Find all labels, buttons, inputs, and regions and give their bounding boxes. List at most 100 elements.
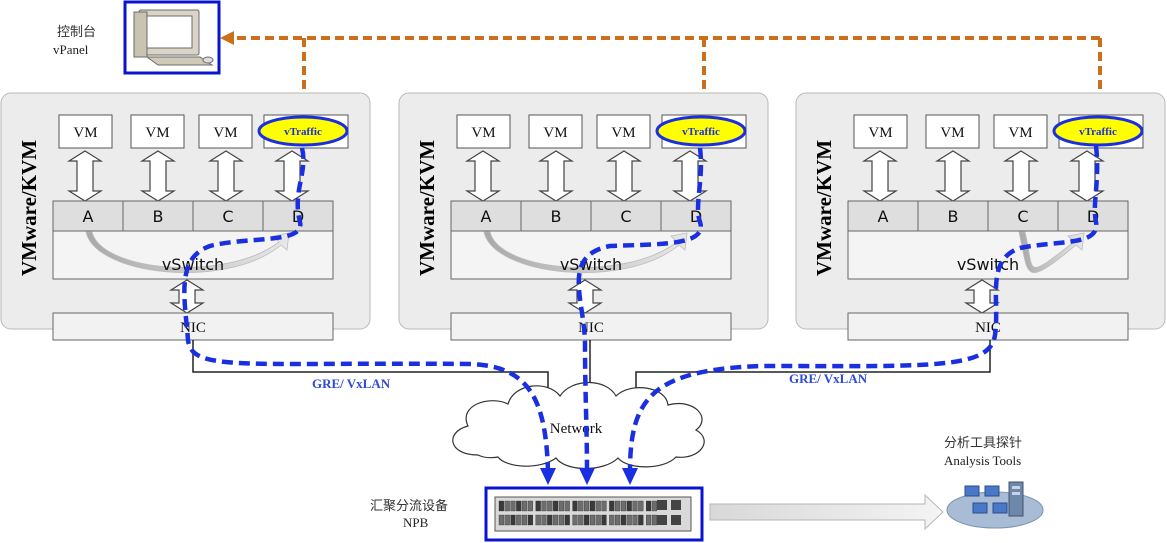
nic-label: NIC — [180, 320, 206, 336]
port-label: A — [83, 207, 94, 226]
npb-port — [572, 500, 578, 512]
vtraffic-agent[interactable]: vTraffic — [655, 114, 747, 149]
console[interactable]: 控制台 vPanel — [53, 0, 221, 75]
vswitch-port-a[interactable]: A — [450, 200, 522, 232]
npb-label-en: NPB — [403, 515, 429, 530]
npb-port — [558, 514, 564, 526]
npb-port — [510, 514, 516, 526]
vm-box[interactable]: VM — [596, 114, 651, 149]
vm-box[interactable]: VM — [58, 114, 113, 149]
vswitch-port-b[interactable]: B — [917, 200, 989, 232]
vm-box[interactable]: VM — [130, 114, 185, 149]
analysis-label-en: Analysis Tools — [944, 453, 1021, 468]
vswitch-port-c[interactable]: C — [987, 200, 1059, 232]
vm-label: VM — [940, 125, 964, 141]
npb[interactable]: 汇聚分流设备 NPB — [370, 486, 704, 542]
tunnel-path-host3 — [627, 145, 1100, 473]
vswitch-port-b[interactable]: B — [520, 200, 592, 232]
vm-label: VM — [145, 125, 169, 141]
port-label: C — [222, 207, 233, 226]
vswitch-port-a[interactable]: A — [847, 200, 919, 232]
tunnel-arrowheads — [540, 468, 638, 485]
vm-label: VM — [73, 125, 97, 141]
npb-port — [558, 500, 564, 512]
vm-label: VM — [471, 125, 495, 141]
npb-port — [615, 500, 621, 512]
npb-port — [626, 500, 632, 512]
vswitch-port-c[interactable]: C — [590, 200, 662, 232]
arrowhead-console — [220, 31, 234, 45]
npb-port — [646, 500, 652, 512]
npb-port — [522, 500, 528, 512]
platform-label: VMware/KVM — [812, 140, 836, 276]
network-computers-icon — [946, 481, 1044, 529]
nic-box[interactable]: NIC — [52, 312, 334, 341]
vm-box[interactable]: VM — [993, 114, 1048, 149]
npb-port — [516, 500, 522, 512]
npb-port — [601, 500, 607, 512]
port-label: B — [948, 207, 959, 226]
analysis-tools[interactable]: 分析工具探针 Analysis Tools — [944, 436, 1044, 529]
npb-port — [578, 514, 584, 526]
npb-port — [584, 514, 590, 526]
vm-box[interactable]: VM — [198, 114, 253, 149]
vswitch-label: vSwitch — [162, 255, 224, 274]
vm-box[interactable]: VM — [853, 114, 908, 149]
npb-port — [541, 514, 547, 526]
npb-port — [615, 514, 621, 526]
npb-port — [589, 500, 595, 512]
npb-port — [589, 514, 595, 526]
nic-box[interactable]: NIC — [450, 312, 732, 341]
npb-port — [553, 514, 559, 526]
npb-port — [609, 514, 615, 526]
npb-port — [547, 500, 553, 512]
vtraffic-agent[interactable]: vTraffic — [1052, 114, 1144, 149]
tunnel-arrowhead-3 — [622, 468, 638, 485]
port-label: B — [551, 207, 562, 226]
mirror-arrow — [1018, 231, 1085, 274]
vswitch-port-c[interactable]: C — [192, 200, 264, 232]
control-lines — [230, 36, 1102, 102]
npb-port — [595, 500, 601, 512]
vm-box[interactable]: VM — [456, 114, 511, 149]
vtraffic-agent[interactable]: vTraffic — [257, 114, 349, 149]
platform-label: VMware/KVM — [17, 140, 41, 276]
vm-box[interactable]: VM — [925, 114, 980, 149]
output-arrow — [709, 493, 944, 531]
npb-port — [504, 500, 510, 512]
npb-port — [657, 515, 667, 525]
vswitch-port-b[interactable]: B — [122, 200, 194, 232]
npb-port — [601, 514, 607, 526]
vswitch-port-a[interactable]: A — [52, 200, 124, 232]
npb-port — [584, 500, 590, 512]
npb-port — [535, 500, 541, 512]
vm-label: VM — [543, 125, 567, 141]
platform-label: VMware/KVM — [415, 140, 439, 276]
vm-label: VM — [1008, 125, 1032, 141]
npb-port — [671, 515, 681, 525]
vtraffic-label: vTraffic — [284, 126, 322, 138]
npb-port — [609, 500, 615, 512]
npb-port — [535, 514, 541, 526]
computer-icon — [133, 9, 214, 66]
npb-port — [638, 500, 644, 512]
console-label-en: vPanel — [53, 42, 89, 57]
vm-box[interactable]: VM — [528, 114, 583, 149]
npb-port — [527, 500, 533, 512]
network-cloud: Network — [452, 382, 705, 469]
npb-port — [578, 500, 584, 512]
vswitch-label: vSwitch — [957, 255, 1019, 274]
nic-box[interactable]: NIC — [847, 312, 1129, 341]
tunnel-path-host2 — [576, 147, 704, 473]
port-label: C — [620, 207, 631, 226]
npb-port — [553, 500, 559, 512]
tunnel-arrowhead-1 — [540, 468, 556, 485]
npb-port — [626, 514, 632, 526]
tunnel-label-left: GRE/ VxLAN — [312, 376, 391, 391]
npb-port — [638, 514, 644, 526]
port-label: A — [878, 207, 889, 226]
